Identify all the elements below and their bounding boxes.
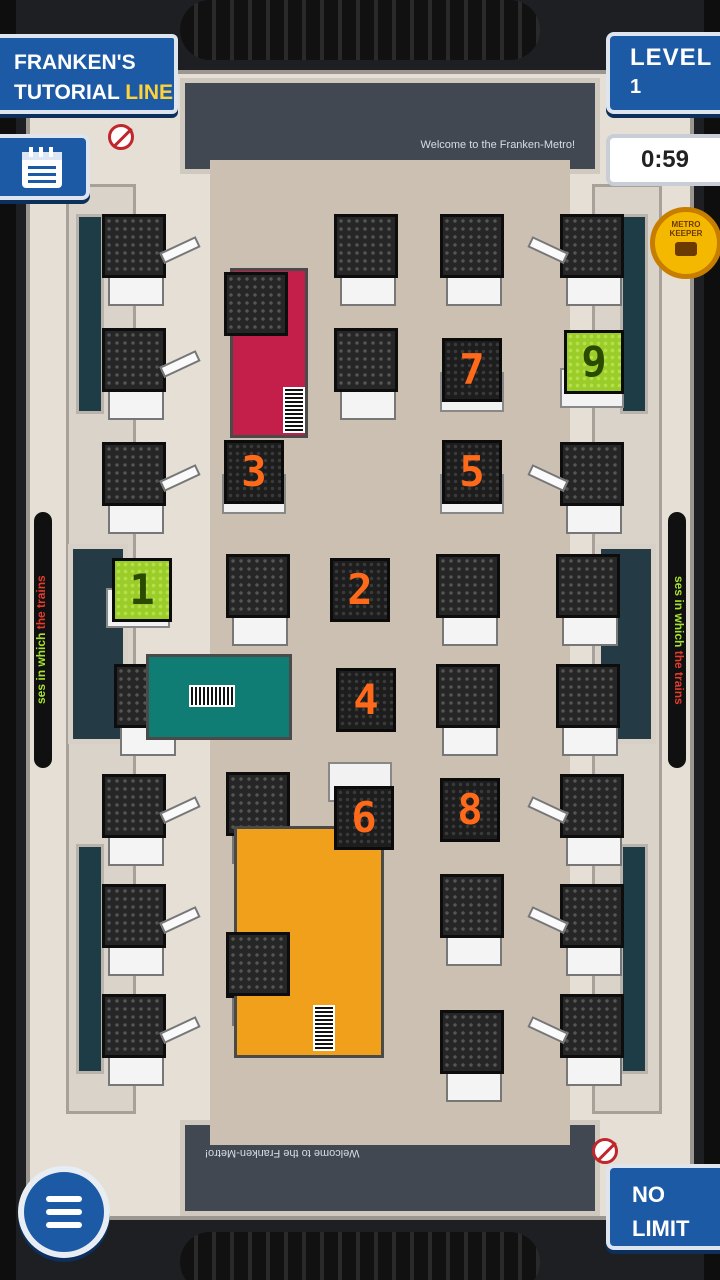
passenger-robot[interactable] xyxy=(436,664,506,756)
passenger-robot[interactable] xyxy=(102,214,201,306)
line-title-part2: TUTORIAL LINE xyxy=(14,81,174,104)
passenger-robot[interactable] xyxy=(226,554,296,646)
number-tile-7[interactable]: 7 xyxy=(442,338,502,402)
number-tile-8[interactable]: 8 xyxy=(440,778,500,842)
metro-keeper-badge[interactable]: METRO KEEPER xyxy=(650,207,720,279)
passenger-robot[interactable] xyxy=(527,884,630,976)
passenger-robot[interactable] xyxy=(440,214,510,306)
right-rail xyxy=(704,0,720,1280)
passenger-robot[interactable] xyxy=(102,994,201,1086)
number-tile-1[interactable]: 1 xyxy=(112,558,172,622)
teal-cart[interactable] xyxy=(146,654,292,740)
ticker-right: ses in which the trains xyxy=(668,512,686,768)
metro-car: Welcome to the Franken-Metro! Welcome to… xyxy=(26,70,694,1220)
passenger-robot[interactable] xyxy=(102,328,201,420)
welcome-sign-bottom: Welcome to the Franken-Metro! xyxy=(205,1147,360,1159)
menu-button[interactable] xyxy=(18,1166,110,1258)
no-smoking-icon xyxy=(592,1138,618,1164)
front-wheel xyxy=(180,0,540,60)
passenger-robot[interactable] xyxy=(436,554,506,646)
calendar-icon xyxy=(22,147,62,188)
rear-wheel xyxy=(180,1232,540,1280)
barcode xyxy=(283,387,305,433)
left-rail xyxy=(0,0,16,1280)
number-tile-9[interactable]: 9 xyxy=(564,330,624,394)
no-smoking-icon xyxy=(108,124,134,150)
passenger-robot[interactable] xyxy=(102,442,201,534)
level-panel: LEVEL 1 xyxy=(606,32,720,114)
keeper-face-icon xyxy=(675,242,697,256)
frankenstein-robot[interactable] xyxy=(334,328,404,420)
barcode xyxy=(313,1005,335,1051)
window xyxy=(76,844,104,1074)
schedule-button[interactable] xyxy=(0,134,90,200)
passenger-robot[interactable] xyxy=(556,664,626,756)
level-label: LEVEL xyxy=(630,44,713,71)
passenger-robot[interactable] xyxy=(224,272,294,364)
line-title-part1: FRANKEN'S xyxy=(14,51,136,74)
passenger-robot[interactable] xyxy=(556,554,626,646)
timer: 0:59 xyxy=(606,134,720,186)
passenger-robot[interactable] xyxy=(102,774,201,866)
line-title-panel: FRANKEN'S TUTORIAL LINE xyxy=(0,34,178,114)
passenger-robot[interactable] xyxy=(226,932,296,1024)
window xyxy=(620,214,648,414)
limit-line2: LIMIT xyxy=(632,1216,690,1241)
number-tile-3[interactable]: 3 xyxy=(224,440,284,504)
passenger-robot[interactable] xyxy=(102,884,201,976)
passenger-robot[interactable] xyxy=(527,774,630,866)
ticker-left: ses in which the trains xyxy=(34,512,52,768)
passenger-robot[interactable] xyxy=(527,442,630,534)
welcome-sign-top: Welcome to the Franken-Metro! xyxy=(420,139,575,151)
barcode xyxy=(189,685,235,707)
number-tile-5[interactable]: 5 xyxy=(442,440,502,504)
number-tile-2[interactable]: 2 xyxy=(330,558,390,622)
passenger-robot[interactable] xyxy=(527,994,630,1086)
passenger-robot[interactable] xyxy=(440,1010,510,1102)
passenger-robot[interactable] xyxy=(440,874,510,966)
limit-line1: NO xyxy=(632,1182,665,1207)
limit-panel: NO LIMIT xyxy=(606,1164,720,1250)
passenger-robot[interactable] xyxy=(226,772,296,864)
level-value: 1 xyxy=(630,76,642,98)
frankenstein-robot[interactable] xyxy=(334,214,404,306)
passenger-robot[interactable] xyxy=(527,214,630,306)
badge-text: METRO KEEPER xyxy=(669,220,703,238)
number-tile-4[interactable]: 4 xyxy=(336,668,396,732)
number-tile-6[interactable]: 6 xyxy=(334,786,394,850)
window xyxy=(76,214,104,414)
